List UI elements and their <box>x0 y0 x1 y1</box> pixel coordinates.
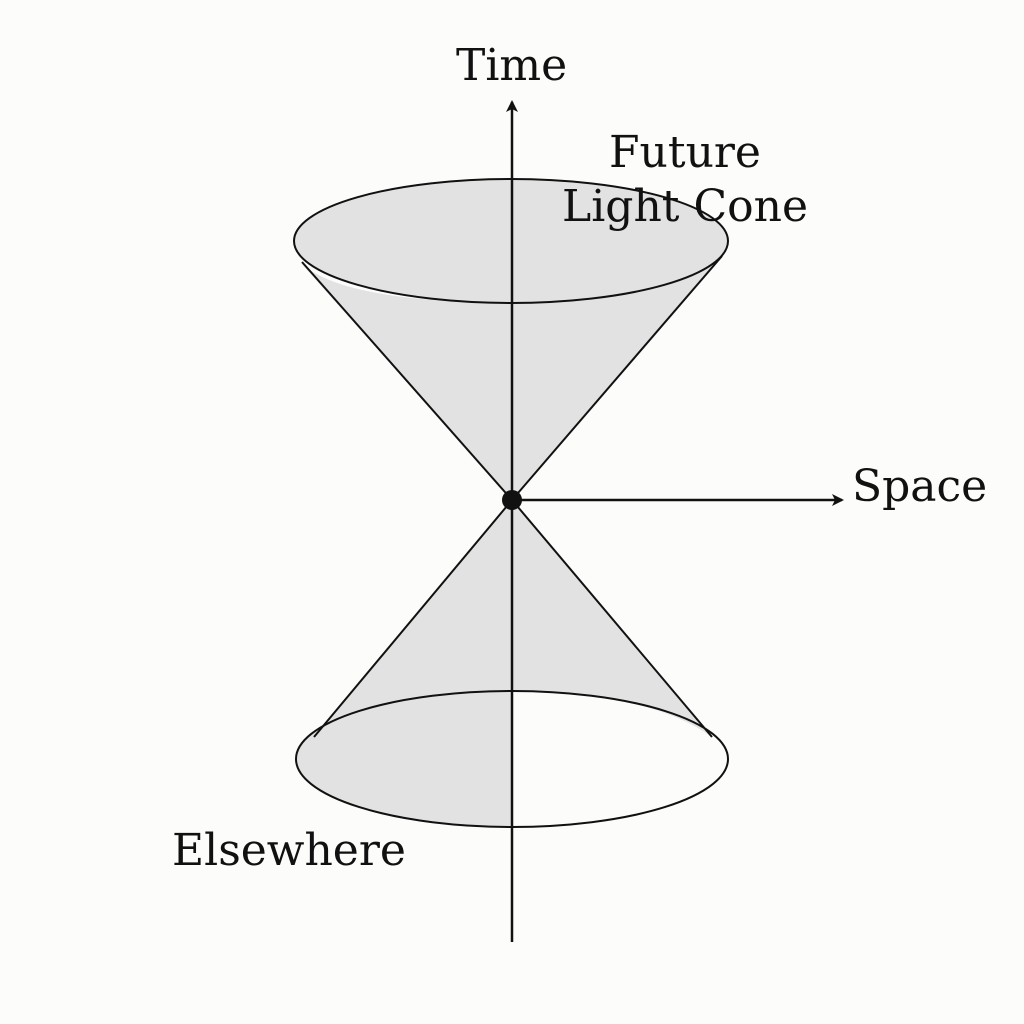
future-cone-right-edge <box>511 255 723 501</box>
time-axis-label: Time <box>456 40 568 91</box>
future-light-cone-label-line2: Light Cone <box>562 181 808 232</box>
past-cone-right-edge <box>511 499 713 738</box>
past-cone-rim-left-half <box>296 691 512 827</box>
future-light-cone-label-line1: Future <box>609 127 761 178</box>
past-cone-left-edge <box>313 499 513 738</box>
elsewhere-label: Elsewhere <box>172 825 406 876</box>
future-cone-left-edge <box>301 261 513 501</box>
origin-event-point <box>502 490 522 510</box>
future-light-cone-label: Future Light Cone <box>560 126 810 234</box>
space-axis-label: Space <box>852 461 988 512</box>
